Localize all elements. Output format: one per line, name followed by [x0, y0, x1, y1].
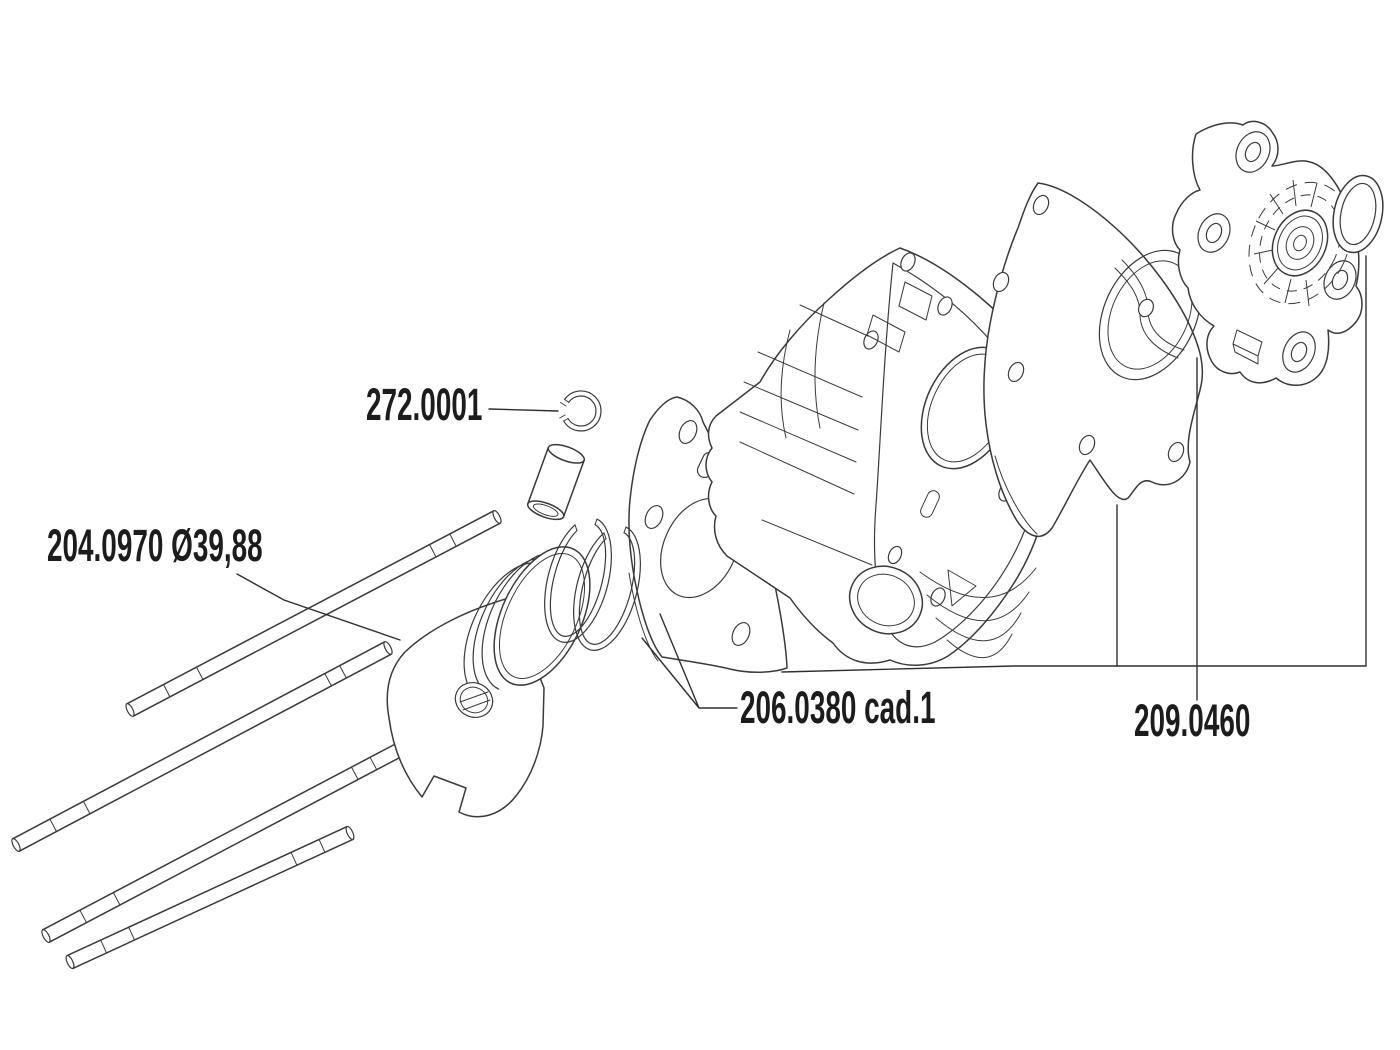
part-number-gasket-set: 209.0460 [1134, 695, 1251, 746]
part-number-gasket-series: 206.0380 cad.1 [740, 682, 936, 733]
stud-icon [41, 733, 423, 943]
o-ring-icon [1332, 174, 1384, 254]
stud-icon [125, 510, 502, 717]
leader-gasket-set [781, 255, 1367, 701]
piston-pin-icon [526, 443, 586, 521]
stud-bolts-group [11, 510, 502, 970]
piston-icon [386, 546, 591, 818]
leader-lines [236, 255, 1367, 709]
leader-gasket-series [641, 613, 738, 709]
leader-circlip [488, 408, 559, 412]
piston-rings-icon [544, 518, 641, 651]
part-number-circlip: 272.0001 [366, 379, 483, 430]
stud-icon [65, 825, 355, 970]
cylinder-head-icon [1171, 120, 1363, 386]
stud-icon [11, 641, 393, 852]
leader-piston [236, 573, 401, 641]
circlip-icon [559, 390, 602, 432]
head-gasket-icon [983, 182, 1204, 538]
part-number-piston: 204.0970 Ø39,88 [47, 520, 263, 571]
